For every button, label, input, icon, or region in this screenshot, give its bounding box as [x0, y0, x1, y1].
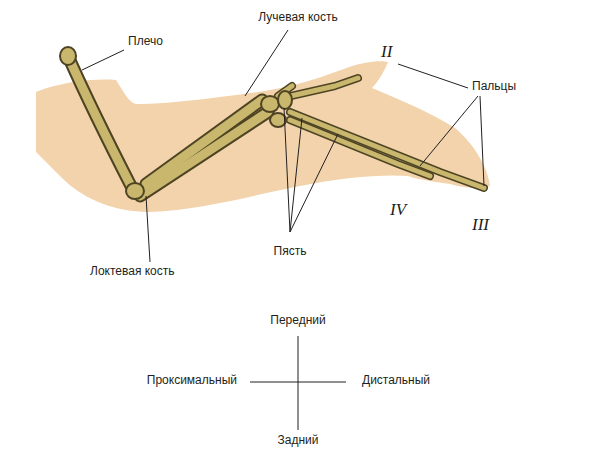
part-name: Лучевая кость [258, 11, 338, 25]
part-name: Пальцы [472, 80, 516, 94]
direction-label: Передний [270, 314, 325, 328]
digit-number: IV [390, 200, 406, 220]
part-name: Плечо [128, 35, 163, 49]
digit-number: III [472, 215, 489, 235]
bones [60, 47, 484, 199]
direction-label: Проксимальный [147, 374, 237, 388]
direction-label: Дистальный [362, 374, 430, 388]
part-name: Пясть [274, 245, 307, 259]
leader-lines [82, 30, 484, 430]
direction-label: Задний [278, 434, 319, 448]
part-name: Локтевая кость [90, 265, 175, 279]
digit-number: II [381, 42, 392, 62]
